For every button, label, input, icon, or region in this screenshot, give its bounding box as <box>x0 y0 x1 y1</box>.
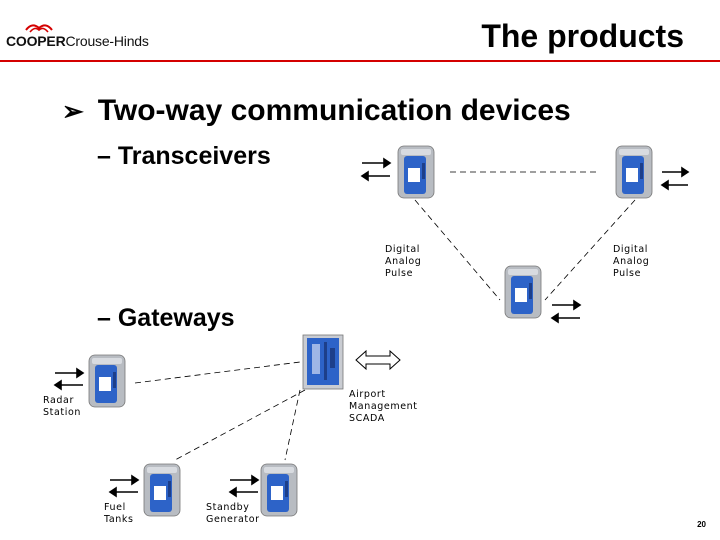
subheading-gateways: – Gateways <box>97 304 235 332</box>
slide-title: The products <box>481 18 684 54</box>
link-gateway-standby <box>284 389 301 461</box>
logo-brand-sub: Crouse-Hinds <box>65 33 149 49</box>
transceiver-device-icon <box>504 265 542 319</box>
main-bullet: ➢ Two-way communication devices <box>62 94 571 128</box>
bidirectional-arrow-icon <box>53 367 85 391</box>
link-radar-gateway <box>134 361 301 384</box>
transceiver-device-icon <box>88 354 126 408</box>
page-number: 20 <box>697 520 706 529</box>
title-divider <box>0 60 720 62</box>
main-bullet-text: Two-way communication devices <box>97 94 571 127</box>
company-logo: COOPERCrouse-Hinds <box>6 33 149 49</box>
cooper-logo-icon <box>25 24 53 33</box>
bidirectional-arrow-icon <box>360 157 392 182</box>
link-transceiver-left <box>414 199 501 301</box>
gateway-device-icon <box>302 334 344 390</box>
link-transceiver-right <box>544 199 636 301</box>
link-gateway-fuel <box>174 389 306 461</box>
bidirectional-arrow-icon <box>550 299 582 324</box>
bidirectional-arrow-icon <box>228 474 260 498</box>
subheading-transceivers: – Transceivers <box>97 142 271 170</box>
transceiver-device-icon <box>615 145 653 199</box>
hollow-double-arrow-icon <box>355 349 401 371</box>
transceiver-device-icon <box>260 463 298 517</box>
bidirectional-arrow-icon <box>660 166 690 191</box>
bidirectional-arrow-icon <box>108 474 140 498</box>
transceiver-device-icon <box>397 145 435 199</box>
logo-brand: COOPER <box>6 33 66 49</box>
arrow-bullet-icon: ➢ <box>62 96 84 126</box>
transceiver-device-icon <box>143 463 181 517</box>
